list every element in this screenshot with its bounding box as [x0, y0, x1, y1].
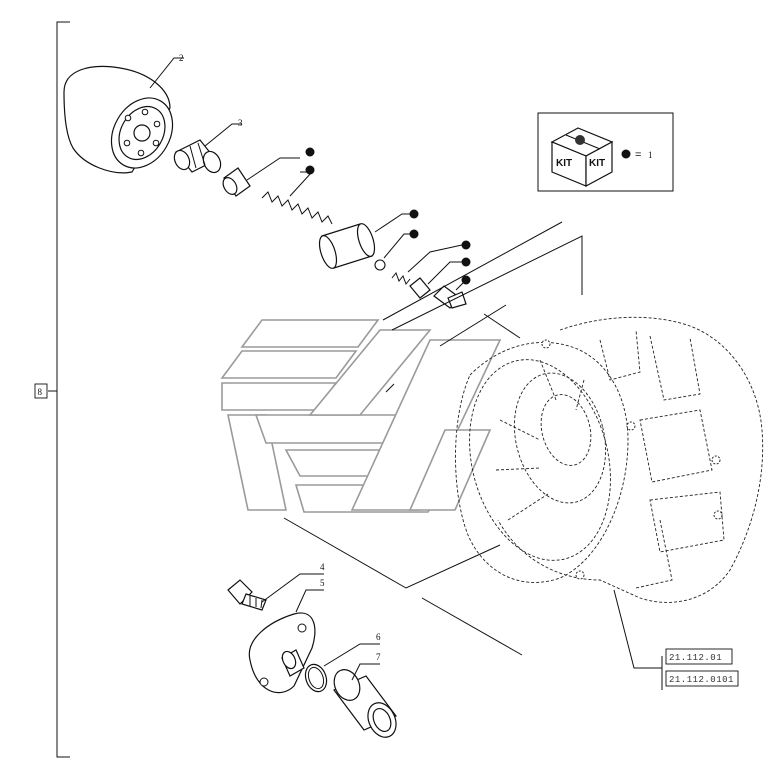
watermark-logo [220, 319, 502, 513]
callout-6: 6 [376, 632, 381, 642]
callout-4: 4 [320, 562, 325, 572]
o-ring: 6 [304, 632, 381, 693]
group-label-box [34, 383, 48, 399]
reference-box-2 [665, 670, 739, 687]
kit-marker-dot [461, 275, 471, 285]
legend-value: 1 [648, 150, 653, 160]
small-spring [391, 244, 463, 285]
spring [261, 171, 333, 225]
washer [409, 261, 462, 299]
kit-markers [305, 147, 471, 285]
transmission-housing [455, 316, 764, 603]
kit-marker-dot [461, 257, 471, 267]
callout-2: 2 [179, 53, 184, 63]
legend-equals: = [635, 149, 641, 161]
reference-2: 21.112.0101 [669, 675, 734, 685]
leader-lines [283, 221, 583, 656]
cover-plate: 5 [248, 578, 325, 694]
kit-marker-dot [305, 147, 315, 157]
group-label: 8 [38, 387, 43, 397]
reference-labels: 21.112.01 21.112.0101 [613, 589, 739, 690]
callout-3: 3 [238, 118, 243, 128]
reference-1: 21.112.01 [669, 653, 722, 663]
ball [374, 233, 412, 271]
kit-marker-dot [409, 209, 419, 219]
reference-box-1 [665, 648, 733, 665]
legend-dot [621, 149, 631, 159]
kit-marker-dot [461, 240, 471, 250]
kit-legend: KIT KIT = 1 [537, 112, 674, 192]
piston [318, 213, 412, 269]
kit-box-word-right: KIT [589, 158, 605, 169]
oil-filter: 2 [63, 53, 184, 174]
kit-box-word-left: KIT [556, 158, 572, 169]
kit-marker-dot [409, 229, 419, 239]
callout-7: 7 [376, 652, 381, 662]
kit-box-icon: KIT KIT [550, 127, 614, 188]
fitting-nipple: 3 [173, 118, 243, 174]
valve-sleeve [222, 157, 300, 197]
kit-marker-dot [305, 165, 315, 175]
callout-5: 5 [320, 578, 325, 588]
suction-tube: 7 [333, 652, 397, 738]
group-bracket: 8 [34, 21, 70, 758]
hex-screw: 4 [227, 562, 325, 611]
